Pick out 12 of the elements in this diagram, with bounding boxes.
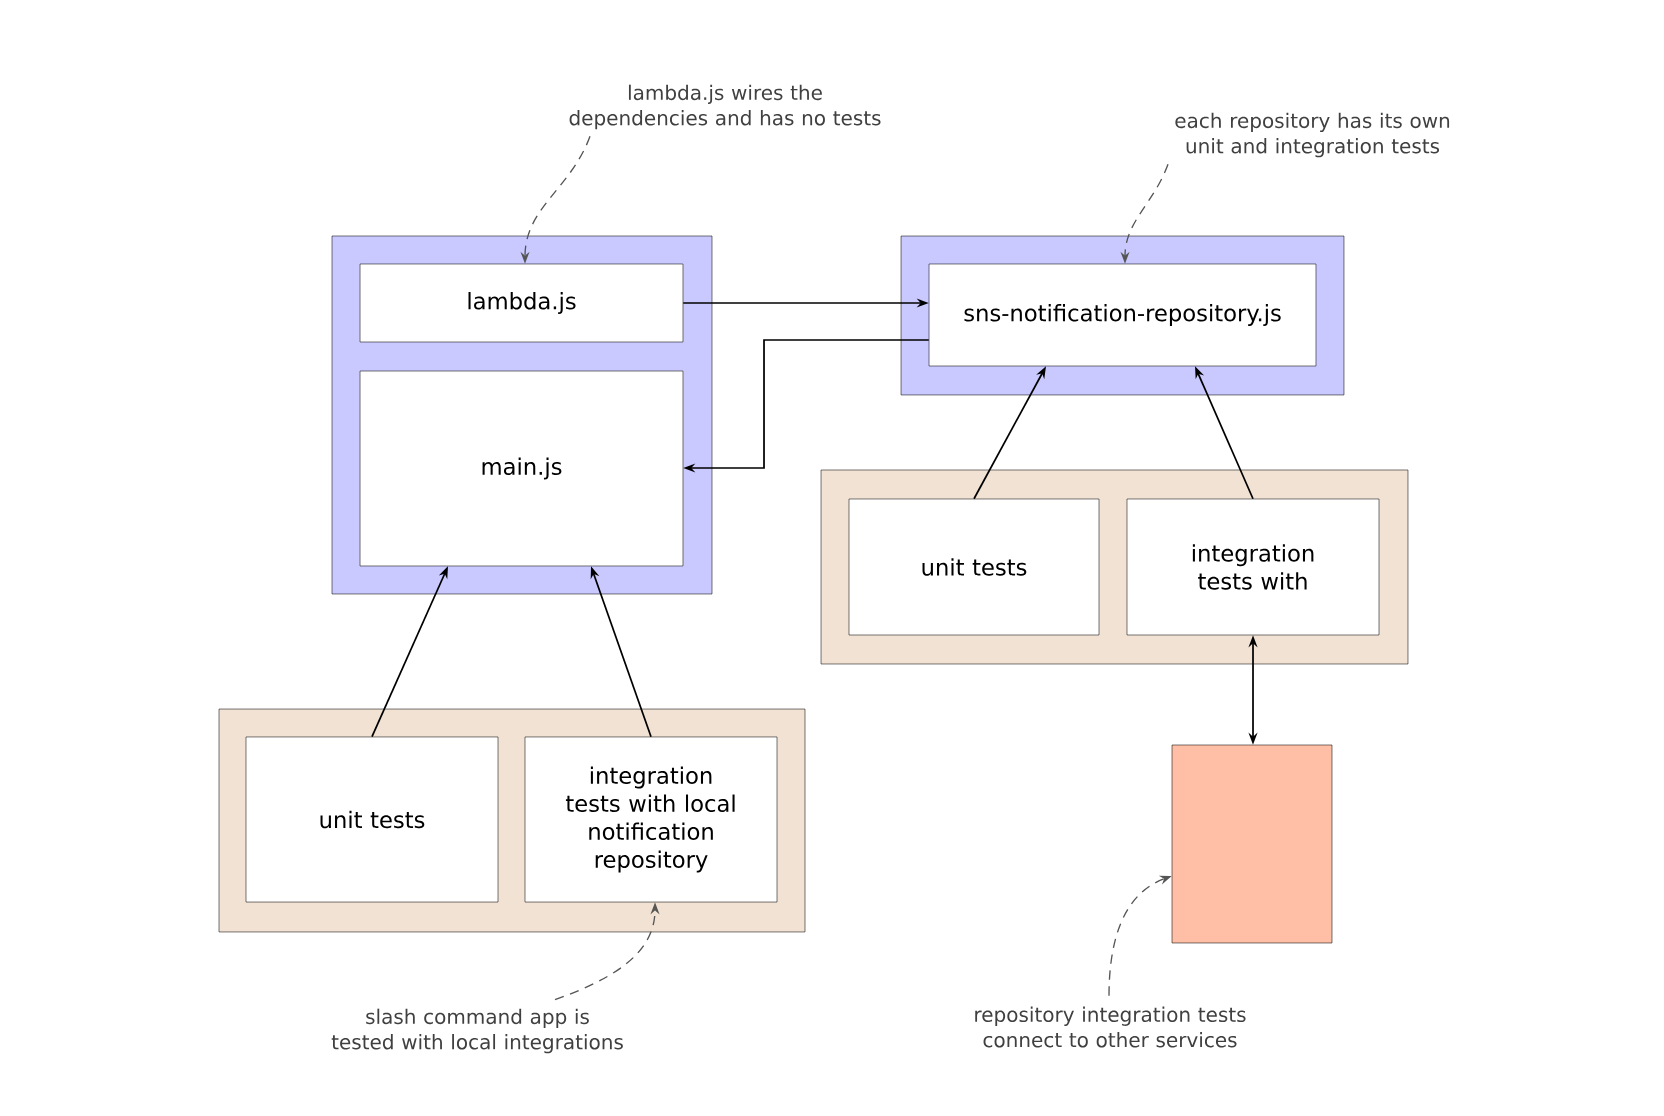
- component-box: sns-notification-repository.js: [928, 263, 1317, 367]
- component-box: unit tests: [848, 498, 1100, 636]
- component-box: lambda.js: [359, 263, 684, 343]
- component-box: main.js: [359, 370, 684, 567]
- component-box: integration tests with local notification repository: [524, 736, 778, 903]
- note-text: slash command app is tested with local integrations: [331, 1008, 623, 1054]
- component-box: unit tests: [245, 736, 499, 903]
- note-text: repository integration tests connect to other services: [975, 1006, 1246, 1048]
- service-box: [1171, 744, 1333, 944]
- note-text: lambda.js wires the dependencies and has no tests: [569, 84, 881, 130]
- component-box: integration tests with: [1126, 498, 1380, 636]
- note-text: each repository has its own unit and integration tests: [1175, 112, 1450, 158]
